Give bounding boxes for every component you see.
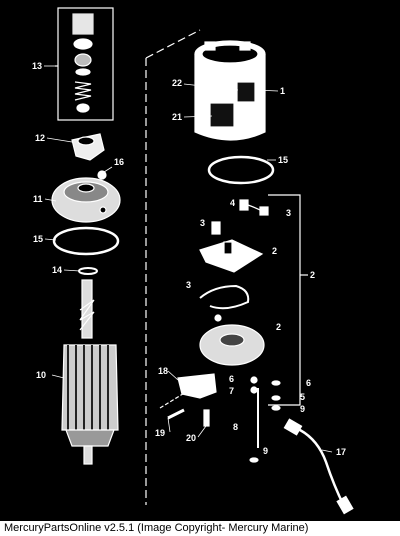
drive-kit-group <box>55 7 114 121</box>
callout-17: 17 <box>336 447 346 457</box>
axis-bend-line <box>145 29 201 59</box>
leader-lines <box>44 65 333 453</box>
callout-2b: 2 <box>310 270 315 280</box>
callout-12: 12 <box>35 133 45 143</box>
hardware-stack <box>249 376 281 463</box>
callout-14: 14 <box>52 265 62 275</box>
callout-9a: 9 <box>300 404 305 414</box>
callout-22: 22 <box>172 78 182 88</box>
callout-15b: 15 <box>278 155 288 165</box>
callout-labels: 1 2 2 2 3 3 3 4 5 6 6 7 8 9 9 10 11 12 1… <box>32 61 346 457</box>
armature <box>61 279 119 465</box>
callout-10: 10 <box>36 370 46 380</box>
callout-3b: 3 <box>286 208 291 218</box>
o-ring-left <box>52 226 120 256</box>
commutator-end-cap <box>199 314 265 366</box>
callout-1: 1 <box>280 86 285 96</box>
copyright-caption: MercuryPartsOnline v2.5.1 (Image Copyrig… <box>0 521 400 536</box>
callout-15a: 15 <box>33 234 43 244</box>
callout-4: 4 <box>230 198 235 208</box>
drive-end-cap <box>51 177 121 223</box>
kit-bracket <box>268 194 301 406</box>
thrust-washer <box>78 267 98 275</box>
callout-5: 5 <box>300 392 305 402</box>
pinion-drive <box>71 133 105 161</box>
mount-bracket <box>177 373 217 399</box>
callout-19: 19 <box>155 428 165 438</box>
callout-20: 20 <box>186 433 196 443</box>
cable-lead <box>283 418 354 515</box>
callout-2a: 2 <box>272 246 277 256</box>
callout-3a: 3 <box>200 218 205 228</box>
o-ring-right <box>207 155 275 185</box>
callout-21: 21 <box>172 112 182 122</box>
callout-18: 18 <box>158 366 168 376</box>
brush-spring <box>199 284 250 310</box>
starter-frame <box>194 40 266 141</box>
callout-7: 7 <box>229 386 234 396</box>
callout-6b: 6 <box>306 378 311 388</box>
callout-3c: 3 <box>186 280 191 290</box>
bushing-part <box>97 170 107 180</box>
brush-holder <box>199 199 269 273</box>
callout-6a: 6 <box>229 374 234 384</box>
callout-13: 13 <box>32 61 42 71</box>
callout-9b: 9 <box>263 446 268 456</box>
callout-11: 11 <box>33 194 43 204</box>
callout-2c: 2 <box>276 322 281 332</box>
mount-screws <box>159 391 210 427</box>
callout-8: 8 <box>233 422 238 432</box>
callout-16: 16 <box>114 157 124 167</box>
